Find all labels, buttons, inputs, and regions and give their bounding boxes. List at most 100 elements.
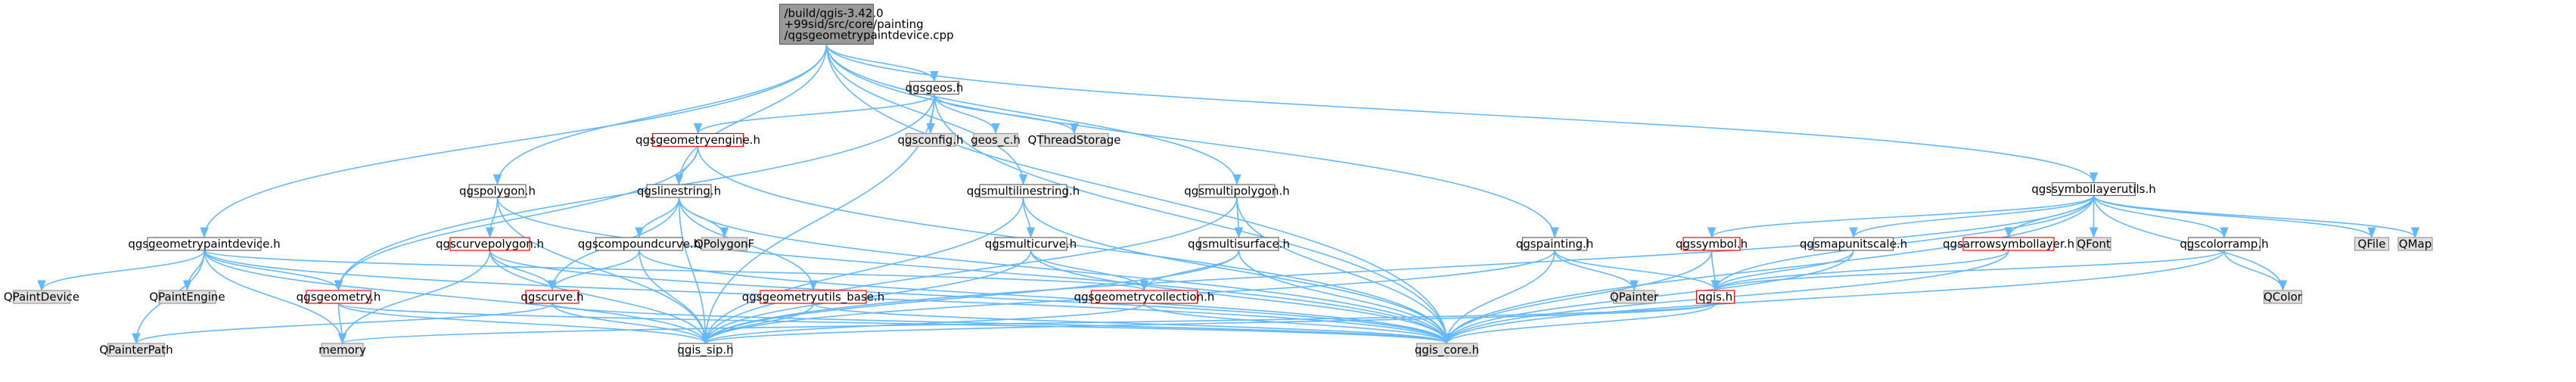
node-qgscolorramp-h[interactable]: qgscolorramp.h: [2180, 237, 2269, 251]
node-QPaintEngine[interactable]: QPaintEngine: [149, 290, 225, 304]
node-box: [158, 290, 216, 304]
node-qgsmapunitscale-h[interactable]: qgsmapunitscale.h: [1800, 237, 1907, 251]
node-qgsarrowsymbollayer-h[interactable]: qgsarrowsymbollayer.h: [1943, 237, 2074, 251]
edge-qgsgeometrypaintdevice_h-to-qgsgeometrycollection_h: [204, 250, 1148, 291]
edge-root-to-qgis_core_h: [825, 44, 1452, 344]
node-qgscurvepolygon-h[interactable]: qgscurvepolygon.h: [436, 237, 544, 251]
node-box: [1198, 237, 1279, 251]
node-qgscompoundcurve-h[interactable]: qgscompoundcurve.h: [578, 237, 701, 251]
node-box: [646, 184, 712, 198]
node-box: [2076, 237, 2111, 251]
edge-qgssymbol_h-to-qgis_h: [1711, 250, 1720, 291]
node-label: qgsgeometrypaintdevice.h: [128, 238, 280, 251]
node-label: QFile: [2358, 238, 2386, 251]
node-box: [909, 80, 960, 95]
node-label: qgsmulticurve.h: [985, 238, 1077, 251]
node-label: QThreadStorage: [1028, 133, 1121, 147]
edge-qgslinestring_h-to-qgscompoundcurve_h: [635, 197, 680, 238]
node-QPainterPath[interactable]: QPainterPath: [99, 343, 173, 357]
node-qgsmulticurve-h[interactable]: qgsmulticurve.h: [985, 237, 1077, 251]
edge-qgscompoundcurve_h-to-qgis_core_h: [639, 250, 1452, 344]
node-QMap[interactable]: QMap: [2397, 237, 2433, 251]
node-label: qgsgeometryengine.h: [635, 133, 760, 147]
node-label: qgscolorramp.h: [2180, 238, 2268, 251]
edge-qgspainting_h-to-QPainter: [1554, 250, 1639, 291]
node-box: [701, 237, 748, 251]
node-qgsgeometry-h[interactable]: qgsgeometry.h: [297, 290, 381, 304]
node-box: [1090, 290, 1198, 304]
node-label: qgssymbollayerutils.h: [2031, 182, 2155, 196]
node-QColor[interactable]: QColor: [2263, 290, 2303, 304]
node-qgssymbol-h[interactable]: qgssymbol.h: [1676, 237, 1748, 251]
node-qgsmultilinestring-h[interactable]: qgsmultilinestring.h: [967, 184, 1080, 198]
node-qgspolygon-h[interactable]: qgspolygon.h: [459, 184, 536, 198]
node-qgsmultisurface-h[interactable]: qgsmultisurface.h: [1188, 237, 1290, 251]
node-label: qgspainting.h: [1516, 238, 1594, 251]
node-memory[interactable]: memory: [319, 343, 366, 357]
node-box: [1415, 343, 1478, 357]
node-QFile[interactable]: QFile: [2354, 237, 2390, 251]
node-label: qgsarrowsymbollayer.h: [1943, 238, 2074, 251]
node-label: qgis.h: [1698, 290, 1732, 304]
node-box: [1198, 184, 1276, 198]
node-label: QPolygonF: [694, 238, 754, 251]
node-QPolygonF[interactable]: QPolygonF: [694, 237, 754, 251]
node-box: [2187, 237, 2261, 251]
node-QThreadStorage[interactable]: QThreadStorage: [1028, 132, 1121, 148]
edge-root-to-qgslinestring_h: [674, 44, 828, 185]
edge-qgscolorramp_h-to-QColor: [2223, 250, 2288, 291]
node-label: QFont: [2077, 238, 2111, 251]
edge-qgsgeometry_h-to-qgis_core_h: [337, 303, 1451, 344]
node-qgslinestring-h[interactable]: qgslinestring.h: [637, 184, 721, 198]
node-label: QMap: [2399, 238, 2432, 251]
edge-qgssymbollayerutils_h-to-QMap: [2093, 195, 2420, 238]
edge-qgscurve_h-to-QPainterPath: [132, 303, 553, 344]
edge-qgsmultisurface_h-to-qgis_core_h: [1238, 250, 1452, 344]
node-QPaintDevice[interactable]: QPaintDevice: [4, 290, 79, 304]
node-QFont[interactable]: QFont: [2076, 237, 2111, 251]
edge-qgsgeometryengine_h-to-qgis_core_h: [697, 146, 1452, 344]
node-QPainter[interactable]: QPainter: [1610, 290, 1659, 304]
node-qgssymbollayerutils-h[interactable]: qgssymbollayerutils.h: [2031, 182, 2156, 197]
node-box: [1612, 290, 1656, 304]
edge-qgssymbollayerutils_h-to-QFile: [2093, 195, 2376, 238]
node-qgis-core-h[interactable]: qgis_core.h: [1415, 343, 1479, 358]
node-box: [2051, 182, 2136, 197]
node-box: [2263, 290, 2303, 304]
node-box: [678, 343, 733, 357]
node-qgsmultipolygon-h[interactable]: qgsmultipolygon.h: [1184, 184, 1290, 198]
node-geos-c-h[interactable]: geos_c.h: [971, 132, 1021, 148]
edge-qgsgeometrycollection_h-to-qgis_sip_h: [701, 303, 1145, 344]
edge-qgis_h-to-qgis_core_h: [1442, 303, 1717, 344]
node-qgsconfig-h[interactable]: qgsconfig.h: [897, 132, 964, 148]
edge-qgis_h-to-memory: [338, 303, 1717, 344]
node-qgsgeos-h[interactable]: qgsgeos.h: [906, 80, 964, 95]
edge-qgsarrowsymbollayer_h-to-qgis_h: [1711, 250, 2009, 291]
edge-qgsgeos_h-to-QThreadStorage: [934, 94, 1079, 135]
edge-qgsmultilinestring_h-to-qgis_core_h: [1022, 197, 1452, 344]
node-box: [905, 132, 956, 148]
node-qgspainting-h[interactable]: qgspainting.h: [1516, 237, 1594, 251]
node-label: QPaintEngine: [149, 290, 225, 304]
node-label: memory: [319, 343, 366, 357]
edge-qgsgeometryutils_base_h-to-qgis_core_h: [813, 303, 1451, 344]
edge-qgspolygon_h-to-qgis_sip_h: [496, 197, 710, 344]
node-qgis-h[interactable]: qgis.h: [1695, 290, 1735, 304]
node-qgsgeometrypaintdevice-h[interactable]: qgsgeometrypaintdevice.h: [128, 237, 281, 251]
node-label: /qgsgeometrypaintdevice.cpp: [785, 29, 954, 42]
edge-qgsmultipolygon_h-to-qgis_sip_h: [701, 197, 1238, 344]
node-qgis-sip-h[interactable]: qgis_sip.h: [677, 343, 734, 358]
node-qgsgeometryengine-h[interactable]: qgsgeometryengine.h: [635, 132, 760, 148]
node-label: qgscompoundcurve.h: [578, 238, 701, 251]
node-box: [1813, 237, 1894, 251]
node-qgscurve-h[interactable]: qgscurve.h: [520, 290, 584, 304]
node-label: qgsgeometrycollection.h: [1074, 290, 1215, 304]
node-qgsgeometryutils-base-h[interactable]: qgsgeometryutils_base.h: [742, 290, 885, 305]
node-label: qgsgeos.h: [906, 81, 964, 95]
edge-root-to-qgsmultipolygon_h: [825, 44, 1241, 185]
edge-root-to-qgssymbollayerutils_h: [825, 44, 2099, 184]
edge-qgsgeometry_h-to-qgis_sip_h: [337, 303, 710, 344]
node-label: qgscurve.h: [520, 290, 583, 304]
node-qgsgeometrycollection-h[interactable]: qgsgeometrycollection.h: [1074, 290, 1215, 304]
